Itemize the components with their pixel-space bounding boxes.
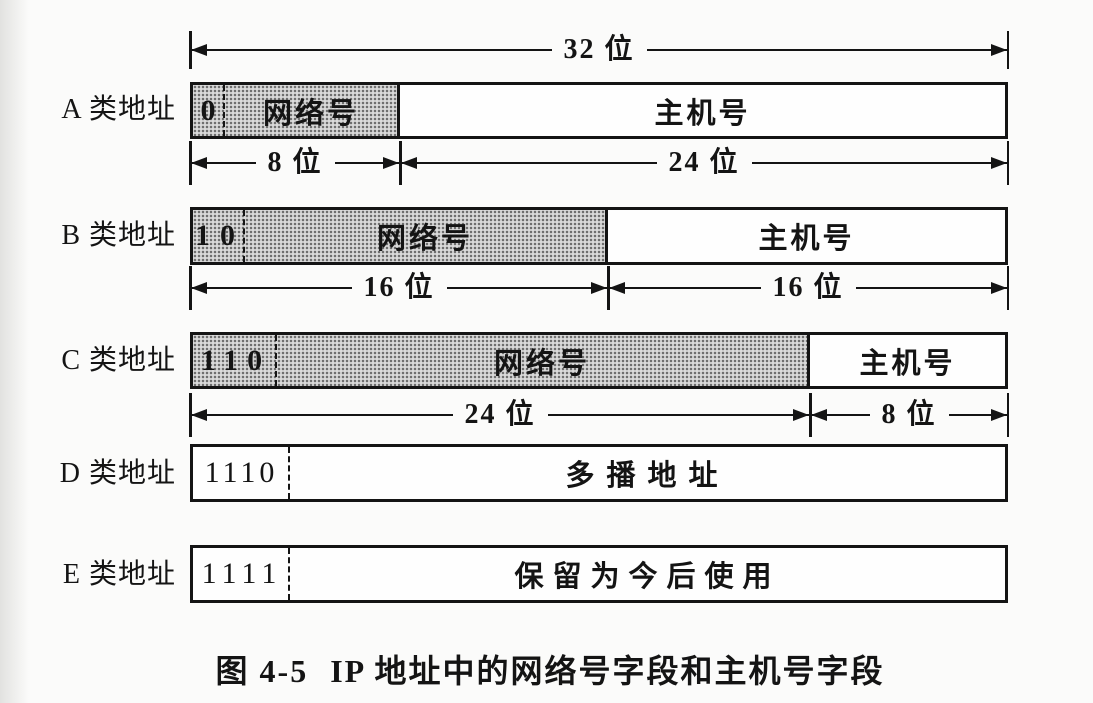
dimension-line (400, 162, 657, 164)
dimension-line (446, 287, 609, 289)
dimension-line (190, 49, 552, 51)
dimension-tick (189, 266, 192, 310)
figure-number: 图 4-5 (215, 653, 309, 689)
prefix-bits-class-e: 1111 (193, 548, 290, 600)
arrowhead-right-icon (991, 282, 1007, 294)
prefix-bits-class-b: 10 (193, 210, 245, 262)
dimension-line (948, 414, 1009, 416)
address-box-class-c: 110 网络号 主机号 (190, 332, 1008, 389)
dimension-tick (1006, 266, 1009, 310)
host-label-class-b: 主机号 (758, 223, 855, 255)
arrowhead-left-icon (811, 409, 827, 421)
dimension-tick (1006, 393, 1009, 437)
dimension-label: 24 位 (464, 399, 536, 430)
row-label-class-c: C 类地址 (61, 345, 176, 376)
prefix-bits-class-a: 0 (193, 85, 225, 136)
prefix-bits-class-d: 1110 (193, 447, 290, 499)
address-box-class-a: 0 网络号 主机号 (190, 82, 1008, 139)
network-label-class-b: 网络号 (376, 223, 473, 255)
host-label-class-a: 主机号 (654, 97, 751, 130)
dimension-label: 24 位 (668, 147, 740, 178)
address-box-class-b: 10 网络号 主机号 (190, 207, 1008, 265)
arrowhead-left-icon (191, 44, 207, 56)
reserved-label-class-e: 保留为今后使用 (514, 561, 781, 593)
dimension-tick (189, 141, 192, 185)
network-field-shaded-class-b: 10 网络号 (193, 210, 608, 262)
dimension-tick (189, 31, 192, 69)
dimension-arrow-16bit-right-class-b: 16 位 (607, 266, 1009, 310)
dimension-label: 16 位 (363, 272, 435, 303)
row-label-class-d: D 类地址 (59, 458, 176, 489)
arrowhead-left-icon (191, 282, 207, 294)
dimension-tick (607, 266, 610, 310)
dimension-line (810, 414, 870, 416)
arrowhead-right-icon (591, 282, 607, 294)
dimension-arrow-24bit-class-c: 24 位 (189, 393, 811, 437)
dimension-arrow-8bit-class-c: 8 位 (809, 393, 1009, 437)
dimension-arrow-32bit: 32 位 (189, 31, 1009, 69)
multicast-label-class-d: 多播地址 (565, 460, 730, 492)
figure-title: IP 地址中的网络号字段和主机号字段 (330, 653, 885, 689)
dimension-line (190, 414, 453, 416)
dimension-arrow-16bit-left-class-b: 16 位 (189, 266, 609, 310)
address-box-class-d: 1110 多播地址 (190, 444, 1008, 502)
dimension-tick (399, 141, 402, 185)
arrowhead-left-icon (191, 157, 207, 169)
host-label-class-c: 主机号 (859, 347, 956, 380)
dimension-tick (809, 393, 812, 437)
dimension-arrow-8bit-class-a: 8 位 (189, 141, 401, 185)
arrowhead-left-icon (609, 282, 625, 294)
dimension-tick (1006, 141, 1009, 185)
network-label-class-a: 网络号 (262, 97, 359, 130)
dimension-line (608, 287, 761, 289)
dimension-tick (189, 393, 192, 437)
dimension-line (855, 287, 1009, 289)
row-label-class-a: A 类地址 (61, 94, 176, 125)
network-field-shaded-class-a: 0 网络号 (193, 85, 400, 136)
dimension-line (190, 287, 352, 289)
arrowhead-left-icon (191, 409, 207, 421)
scan-left-edge-artifact (0, 0, 34, 703)
dimension-label: 8 位 (881, 399, 937, 430)
dimension-line (646, 49, 1009, 51)
arrowhead-right-icon (991, 409, 1007, 421)
arrowhead-right-icon (991, 157, 1007, 169)
dimension-arrow-24bit-class-a: 24 位 (399, 141, 1009, 185)
dimension-line (190, 162, 256, 164)
dimension-label: 8 位 (267, 147, 323, 178)
address-box-class-e: 1111 保留为今后使用 (190, 545, 1008, 603)
dimension-line (547, 414, 811, 416)
dimension-line (751, 162, 1009, 164)
row-label-class-b: B 类地址 (61, 220, 176, 251)
network-field-shaded-class-c: 110 网络号 (193, 335, 810, 386)
arrowhead-right-icon (383, 157, 399, 169)
figure-caption: 图 4-5 IP 地址中的网络号字段和主机号字段 (150, 646, 950, 692)
dimension-line (334, 162, 401, 164)
arrowhead-right-icon (793, 409, 809, 421)
dimension-label: 16 位 (772, 272, 844, 303)
dimension-tick (1006, 31, 1009, 69)
row-label-class-e: E 类地址 (62, 559, 176, 590)
arrowhead-left-icon (401, 157, 417, 169)
dimension-label-32bit: 32 位 (563, 34, 635, 65)
prefix-bits-class-c: 110 (193, 335, 277, 386)
network-label-class-c: 网络号 (493, 347, 590, 380)
arrowhead-right-icon (991, 44, 1007, 56)
